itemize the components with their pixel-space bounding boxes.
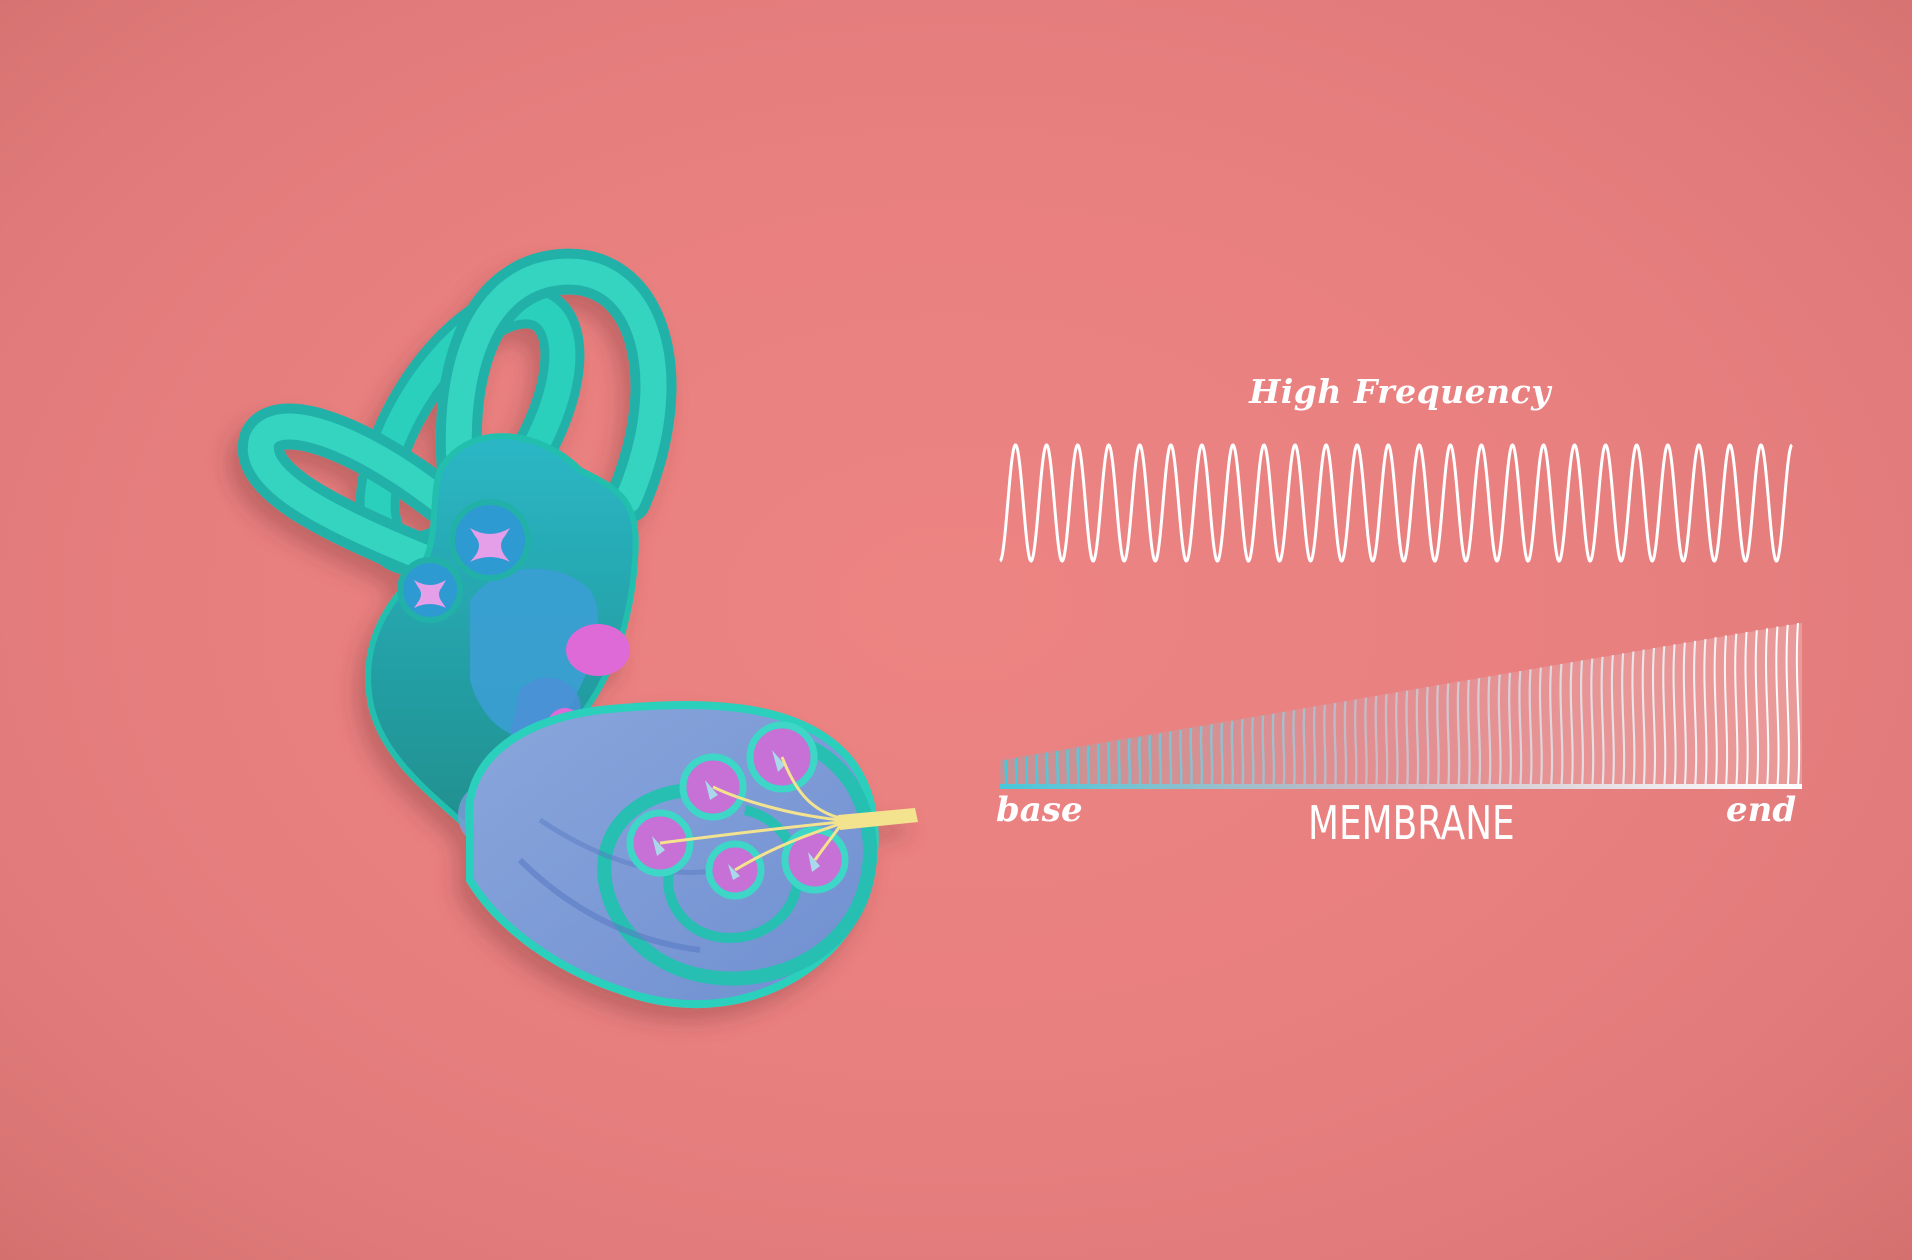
membrane-fiber xyxy=(1436,685,1440,787)
membrane-title: MEMBRANE xyxy=(1308,796,1515,850)
membrane-fiber xyxy=(1384,694,1389,787)
membrane-fiber xyxy=(1127,738,1132,787)
membrane-fiber xyxy=(1446,683,1451,787)
membrane-end-label: end xyxy=(1726,790,1797,830)
membrane-fiber xyxy=(1179,729,1183,787)
membrane-fiber xyxy=(1281,711,1286,787)
membrane-fiber xyxy=(1148,734,1152,787)
membrane-fiber xyxy=(1549,665,1554,787)
membrane-baseline xyxy=(1000,784,1802,789)
membrane-fiber xyxy=(1477,678,1482,787)
membrane-fiber xyxy=(1343,701,1348,787)
membrane-fiber xyxy=(1220,722,1224,787)
membrane-fiber xyxy=(1086,745,1090,787)
membrane-fiber xyxy=(1024,756,1029,787)
membrane-fiber xyxy=(1487,676,1492,787)
membrane-gradient-icon xyxy=(1000,622,1802,789)
membrane-fiber xyxy=(1107,742,1111,787)
membrane-fiber xyxy=(1199,726,1204,787)
membrane-fiber xyxy=(1559,663,1564,787)
membrane-fiber xyxy=(1508,672,1512,787)
membrane-fiber xyxy=(1055,750,1060,787)
membrane-fiber xyxy=(1754,630,1759,787)
membrane-fiber xyxy=(1641,649,1646,787)
inner-ear-illustration xyxy=(237,248,918,1009)
membrane-fiber xyxy=(1251,717,1255,787)
membrane-fiber xyxy=(1323,704,1327,787)
superior-canal xyxy=(435,248,677,563)
membrane-fiber xyxy=(1765,628,1770,787)
membrane-fiber xyxy=(1497,674,1502,787)
membrane-fiber xyxy=(1035,754,1039,787)
membrane-fiber xyxy=(1795,622,1801,787)
membrane-fiber xyxy=(1631,651,1636,787)
membrane-fiber xyxy=(1466,679,1471,787)
membrane-fiber xyxy=(1045,752,1049,787)
membrane-fiber xyxy=(1271,713,1276,787)
ampulla-upper xyxy=(449,499,531,581)
membrane-fiber xyxy=(1302,708,1307,787)
membrane-fiber xyxy=(1312,706,1317,787)
membrane-fiber xyxy=(1682,642,1687,787)
membrane-fiber xyxy=(1528,669,1533,787)
sine-wave-line xyxy=(999,443,1793,563)
membrane-fiber xyxy=(1538,667,1543,787)
membrane-fiber xyxy=(1364,697,1368,787)
membrane-fiber xyxy=(1292,710,1296,787)
membrane-fiber xyxy=(1189,727,1193,787)
membrane-fiber xyxy=(1693,640,1698,787)
membrane-fiber xyxy=(1230,720,1235,787)
membrane-fiber xyxy=(1415,688,1420,787)
membrane-fiber xyxy=(1004,759,1008,787)
membrane-fiber xyxy=(1374,695,1379,787)
auditory-nerve xyxy=(659,756,918,872)
membrane-fiber xyxy=(1723,635,1729,787)
membrane-fiber xyxy=(1610,654,1615,787)
membrane-fiber xyxy=(1333,702,1337,787)
membrane-fiber xyxy=(1518,670,1523,787)
membrane-fiber xyxy=(1621,653,1626,787)
membrane-fiber xyxy=(1117,740,1121,787)
utricle-spot xyxy=(566,624,630,676)
membrane-fiber xyxy=(1014,758,1018,787)
membrane-fiber xyxy=(1600,656,1605,787)
membrane-fiber xyxy=(1240,718,1245,787)
lateral-canal xyxy=(237,403,463,583)
membrane-fiber xyxy=(1775,626,1780,787)
membrane-fiber xyxy=(1138,736,1142,787)
membrane-fiber xyxy=(1672,644,1677,787)
membrane-fiber xyxy=(1590,658,1595,787)
membrane-fiber xyxy=(1734,633,1739,787)
membrane-fiber xyxy=(1785,624,1790,787)
membrane-fiber xyxy=(1713,637,1718,787)
membrane-fiber xyxy=(1394,692,1399,787)
membrane-fiber xyxy=(1569,662,1574,787)
membrane-fiber xyxy=(1703,638,1708,787)
membrane-fiber xyxy=(1066,749,1070,787)
membrane-fiber xyxy=(1425,686,1430,787)
membrane-fiber xyxy=(1580,660,1584,787)
membrane-fiber xyxy=(1209,724,1214,787)
membrane-fiber xyxy=(1662,646,1667,787)
membrane-fiber xyxy=(1456,681,1461,787)
membrane-fiber xyxy=(1158,733,1162,787)
membrane-fiber xyxy=(1076,747,1080,787)
ampulla-lower xyxy=(397,557,463,623)
membrane-fiber xyxy=(1405,690,1410,787)
membrane-fiber xyxy=(1168,731,1173,787)
membrane-base-label: base xyxy=(996,790,1083,830)
membrane-fiber xyxy=(1744,631,1749,787)
membrane-fiber xyxy=(1096,743,1101,787)
wave-title: High Frequency xyxy=(1249,372,1551,411)
membrane-fiber xyxy=(1651,647,1657,787)
membrane-fiber xyxy=(1261,715,1265,787)
membrane-fiber xyxy=(1353,699,1358,787)
sine-wave xyxy=(999,443,1793,563)
